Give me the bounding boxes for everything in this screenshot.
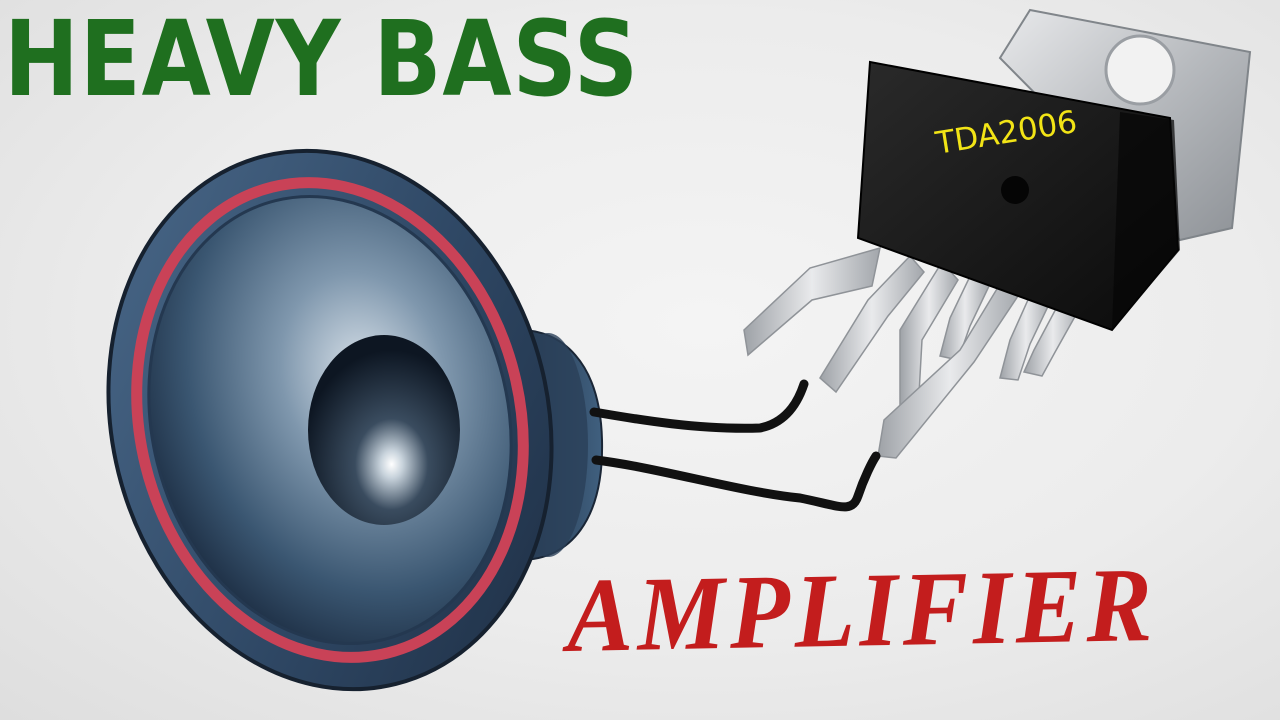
headline-title: HEAVY BASS	[4, 0, 640, 120]
wire-upper	[589, 379, 809, 433]
chip-body	[856, 60, 1180, 332]
footline-title: AMPLIFIER	[566, 545, 1158, 674]
speaker-dust-cap	[308, 335, 460, 525]
wire-lower	[591, 451, 881, 512]
heatsink-mount-hole	[1104, 34, 1176, 106]
speaker-wires	[589, 379, 881, 512]
chip-pin1-dot	[1001, 176, 1029, 204]
speaker-ring	[131, 177, 529, 663]
